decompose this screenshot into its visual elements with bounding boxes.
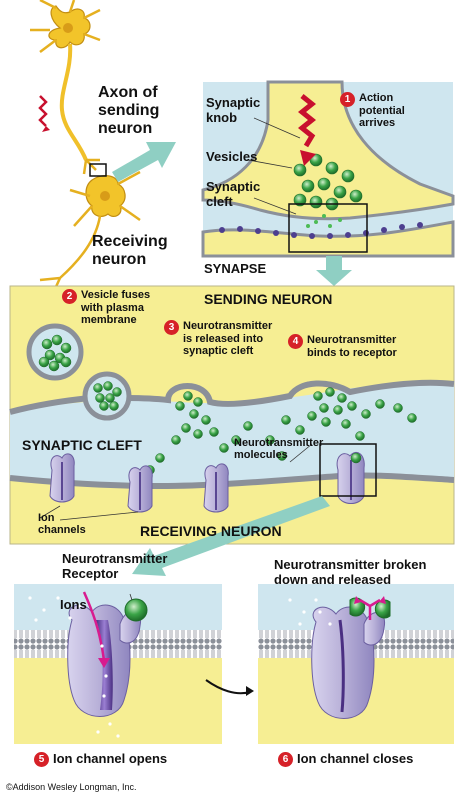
step-2: 2 Vesicle fuses with plasma membrane — [62, 289, 150, 327]
step-line: Neurotransmitter — [307, 334, 397, 346]
receiving-label-line: Receiving — [92, 233, 168, 250]
step-line: potential — [359, 104, 405, 117]
neuron-illustration — [30, 0, 141, 301]
zoom-box-small — [89, 163, 107, 177]
step-line: synaptic cleft — [183, 345, 254, 358]
vesicles-label: Vesicles — [206, 149, 258, 164]
step-line: is released into — [183, 332, 264, 345]
action-potential-icon — [38, 95, 48, 127]
axon-label-line: neuron — [98, 119, 153, 137]
step-text: Neurotransmitter is released into synapt… — [183, 320, 272, 358]
label-line: knob — [206, 109, 238, 125]
step-line: Neurotransmitter — [183, 320, 273, 332]
sending-neuron-label: SENDING NEURON — [204, 291, 333, 307]
step-badge: 5 — [34, 752, 49, 767]
axon-label-line: sending — [98, 101, 160, 119]
label-line: Receptor — [62, 565, 119, 581]
synaptic-cleft-label: Synaptic cleft — [206, 179, 261, 209]
nt-molecules-label: Neurotransmitter molecules — [234, 437, 323, 462]
step-line: Action — [359, 92, 394, 104]
zoom-arrow-2-icon — [316, 256, 352, 286]
step-badge: 3 — [164, 320, 179, 335]
middle-panel — [9, 285, 455, 545]
receiving-label-line: neuron — [92, 250, 147, 268]
step-text: Ion channel opens — [53, 751, 168, 766]
synapse-panel — [201, 80, 455, 258]
transition-arrow-icon — [246, 686, 254, 696]
step-text: Ion channel closes — [297, 751, 414, 766]
step-line: with plasma — [81, 301, 144, 314]
step-line: Vesicle fuses — [81, 289, 151, 301]
label-line: Neurotransmitter — [62, 551, 168, 566]
label-line: molecules — [234, 449, 288, 462]
label-line: Neurotransmitter — [234, 437, 324, 449]
synaptic-cleft-title: SYNAPTIC CLEFT — [22, 437, 142, 453]
step-line: membrane — [81, 314, 137, 327]
label-line: Synaptic — [206, 95, 261, 110]
step-text: Neurotransmitter binds to receptor — [307, 334, 397, 359]
step-1: 1 Action potential arrives — [340, 92, 405, 130]
ions-label: Ions — [60, 597, 87, 612]
step-text: Vesicle fuses with plasma membrane — [81, 289, 150, 327]
zoom-box-channel — [319, 443, 377, 497]
synaptic-knob-label: Synaptic knob — [206, 95, 261, 125]
step-4: 4 Neurotransmitter binds to receptor — [288, 334, 397, 359]
ion-channels-label: Ion channels — [38, 512, 86, 537]
receiving-neuron-title: RECEIVING NEURON — [140, 523, 282, 539]
step-5: 5 Ion channel opens — [34, 751, 168, 767]
zoom-box-synapse — [288, 203, 368, 253]
channel-closed-panel — [258, 584, 454, 744]
step-badge: 1 — [340, 92, 355, 107]
step-badge: 4 — [288, 334, 303, 349]
label-line: channels — [38, 524, 86, 537]
zoom-arrow-3-icon — [132, 496, 330, 576]
label-line: cleft — [206, 193, 233, 209]
label-line: Ion — [38, 512, 55, 524]
nt-broken-label: Neurotransmitter broken down and release… — [274, 557, 427, 587]
step-6: 6 Ion channel closes — [278, 751, 414, 767]
label-line: down and released — [274, 571, 392, 587]
step-line: arrives — [359, 117, 396, 130]
copyright: ©Addison Wesley Longman, Inc. — [6, 782, 137, 792]
zoom-arrow-icon — [112, 142, 176, 182]
label-line: Synaptic — [206, 179, 261, 194]
synapse-title: SYNAPSE — [204, 261, 267, 276]
step-3: 3 Neurotransmitter is released into syna… — [164, 320, 272, 358]
axon-label: Axon of sending neuron — [98, 84, 159, 138]
receiving-neuron-label: Receiving neuron — [92, 233, 168, 269]
label-line: Neurotransmitter broken — [274, 557, 427, 572]
step-line: binds to receptor — [307, 346, 397, 359]
channel-open-panel — [14, 584, 222, 744]
step-badge: 2 — [62, 289, 77, 304]
nt-receptor-label: Neurotransmitter Receptor — [62, 551, 168, 581]
axon-label-line: Axon of — [98, 84, 158, 101]
step-badge: 6 — [278, 752, 293, 767]
step-text: Action potential arrives — [359, 92, 405, 130]
